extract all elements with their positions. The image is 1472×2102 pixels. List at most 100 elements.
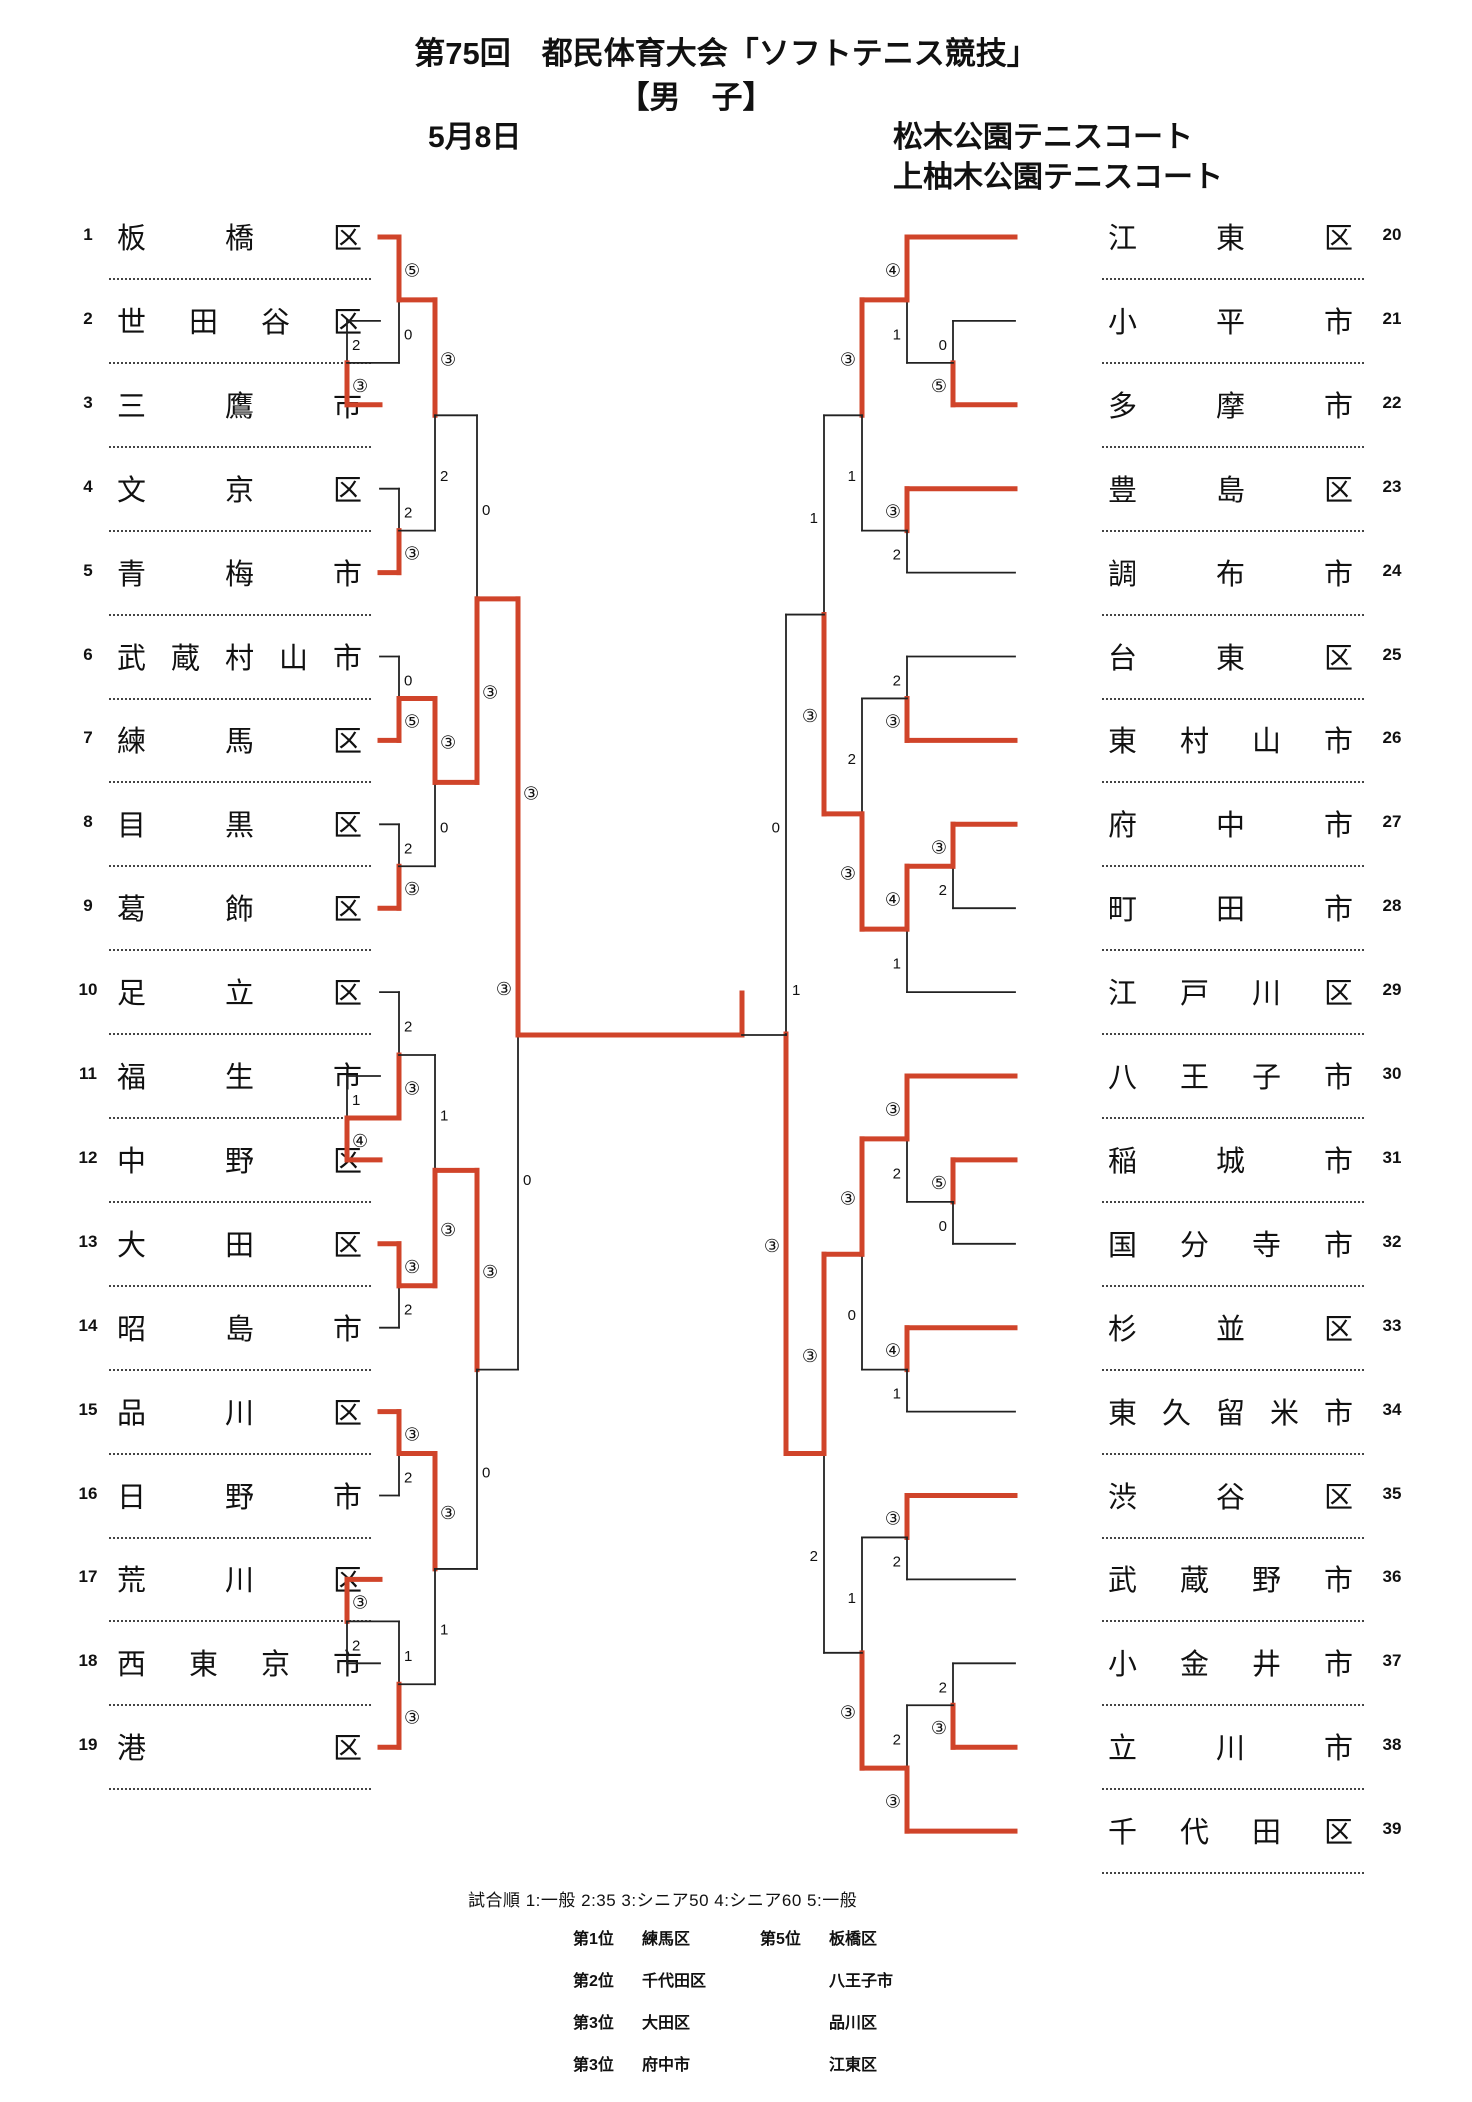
match-score: 0 [440,819,448,836]
row-divider [1102,1033,1364,1036]
team-name: 府中市 [1108,810,1353,843]
match-score: 0 [848,1307,856,1324]
match-score: 2 [893,1732,901,1749]
match-order-badge: ⑤ [931,1173,947,1194]
team-name: 目黒区 [117,810,362,843]
match-score: 0 [482,1464,490,1481]
match-score: 1 [893,956,901,973]
match-score: 0 [939,1218,947,1235]
team-name: 小金井市 [1108,1649,1353,1682]
row-divider [1102,529,1364,532]
match-score: 1 [792,982,800,999]
match-score: 2 [404,1470,412,1487]
row-divider [109,1704,371,1707]
match-order-badge: ③ [496,979,512,1000]
match-score: 2 [404,505,412,522]
match-order-badge: ④ [885,1341,901,1362]
team-name: 多摩市 [1108,390,1353,423]
team-name: 国分寺市 [1108,1229,1353,1262]
seed-number: 35 [1382,1483,1402,1503]
seed-number: 9 [83,896,93,916]
team-name: 港 区 [117,1733,362,1766]
team-name: 西東京市 [117,1649,362,1682]
rank-label: 第3位 [573,2057,614,2074]
team-name: 八王子市 [1108,1062,1353,1094]
team-name: 葛飾区 [117,894,362,927]
team-name: 杉並区 [1108,1313,1353,1346]
rank-team: 大田区 [642,2015,691,2032]
match-score: 1 [848,1590,856,1607]
seed-number: 7 [83,728,93,748]
seed-number: 31 [1382,1147,1402,1167]
division-label: 【男 子】 [618,80,774,115]
match-order-badge: ③ [440,1503,456,1524]
match-order-badge: ③ [840,1702,856,1723]
team-name: 調布市 [1108,558,1353,591]
match-score: 2 [893,1553,901,1570]
seed-number: 5 [83,560,93,580]
team-name: 小平市 [1108,306,1353,339]
seed-number: 25 [1382,644,1402,664]
team-name: 稲城市 [1108,1145,1353,1178]
rank-label: 第3位 [573,2015,614,2032]
match-order-badge: ⑤ [404,711,420,732]
seed-number: 17 [78,1567,98,1587]
seed-number: 18 [78,1651,98,1671]
match-order-badge: ③ [523,784,539,805]
match-order-badge: ③ [440,732,456,753]
row-divider [109,697,371,700]
rank-team: 練馬区 [642,1931,691,1948]
match-score: 1 [404,1648,412,1665]
seed-number: 20 [1382,225,1402,244]
team-name: 渋谷区 [1108,1481,1353,1514]
match-order-legend: 試合順 1:一般 2:35 3:シニア50 4:シニア60 5:一般 [468,1891,858,1910]
seed-number: 12 [78,1147,98,1167]
seed-number: 27 [1382,812,1402,832]
match-order-badge: ③ [440,350,456,371]
match-order-badge: ③ [802,706,818,727]
team-name: 千代田区 [1108,1817,1353,1850]
team-name: 練馬区 [117,726,362,759]
row-divider [1102,781,1364,784]
seed-number: 10 [78,980,98,1000]
venue-1: 松木公園テニスコート [893,121,1193,154]
match-score: 1 [810,510,818,527]
match-order-badge: ③ [404,1708,420,1729]
match-score: 2 [404,1019,412,1036]
match-score: 2 [352,337,360,354]
match-order-badge: ④ [885,890,901,911]
rank-team: 八王子市 [829,1973,894,1990]
match-score: 1 [893,326,901,343]
match-score: 0 [523,1172,531,1189]
match-order-badge: ③ [885,1792,901,1813]
match-order-badge: ③ [440,1220,456,1241]
match-order-badge: ③ [352,376,368,397]
match-order-badge: ⑤ [931,376,947,397]
row-divider [109,361,371,364]
row-divider [1102,613,1364,616]
rank-label: 第2位 [573,1973,614,1990]
match-order-badge: ③ [482,1262,498,1283]
match-order-badge: ③ [885,1508,901,1529]
row-divider [109,445,371,448]
match-score: 1 [893,1386,901,1403]
team-name: 町田市 [1108,894,1353,927]
match-score: 1 [440,1622,448,1639]
row-divider [1102,1284,1364,1287]
match-order-badge: ③ [885,502,901,523]
match-order-badge: ③ [352,1592,368,1613]
match-score: 2 [440,468,448,485]
event-date: 5月8日 [428,121,522,154]
seed-number: 37 [1382,1651,1402,1671]
match-score: 2 [893,672,901,689]
seed-number: 15 [78,1399,98,1419]
match-score: 0 [482,502,490,519]
match-order-badge: ④ [885,260,901,281]
row-divider [1102,361,1364,364]
match-order-badge: ③ [840,863,856,884]
seed-number: 14 [78,1315,98,1335]
match-order-badge: ③ [931,1718,947,1739]
row-divider [109,1200,371,1203]
match-order-badge: ③ [404,1257,420,1278]
seed-number: 19 [78,1735,98,1755]
